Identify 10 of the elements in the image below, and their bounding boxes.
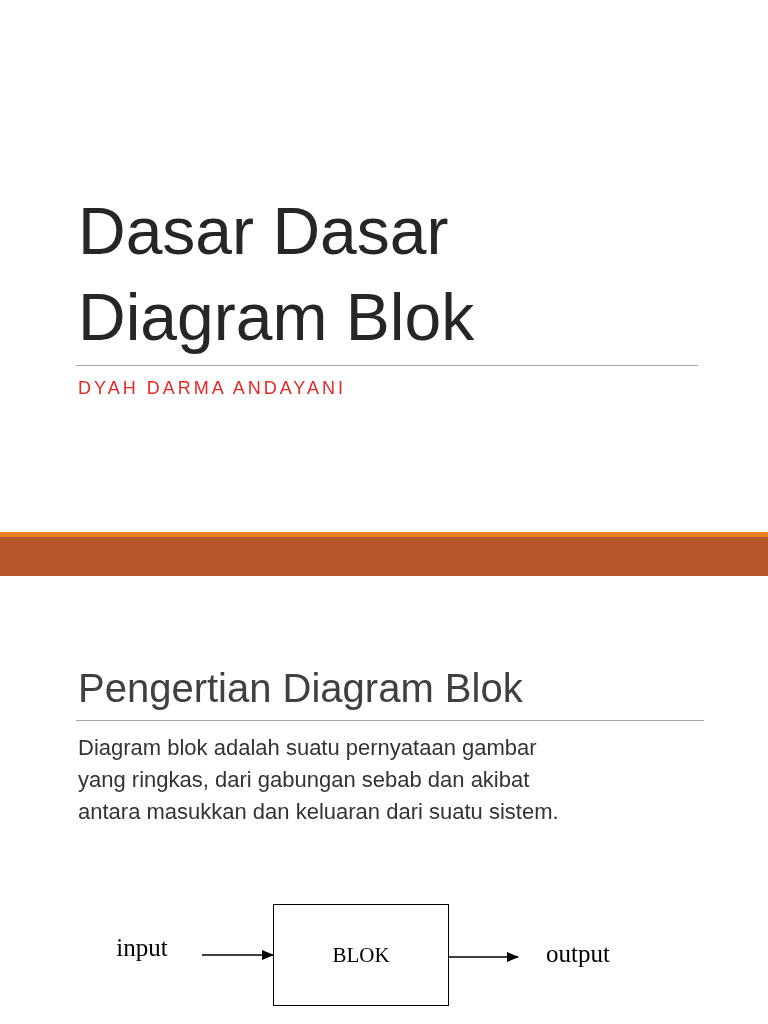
block-box [273,904,449,1006]
author-name: DYAH DARMA ANDAYANI [78,378,347,399]
slide-title: Dasar Dasar Diagram Blok [78,193,476,356]
definition-paragraph: Diagram blok adalah suatu pernyataan gambar yang ringkas, dari gabungan sebab dan akibat antara masukkan dan keluaran dari suatu sistem. [78,734,560,826]
block-label: BLOK [332,942,390,968]
signal-label: input [116,934,168,962]
arrow [448,952,519,962]
signal-label: output [546,940,610,968]
section-heading: Pengertian Diagram Blok [78,665,523,712]
arrow [201,950,274,960]
